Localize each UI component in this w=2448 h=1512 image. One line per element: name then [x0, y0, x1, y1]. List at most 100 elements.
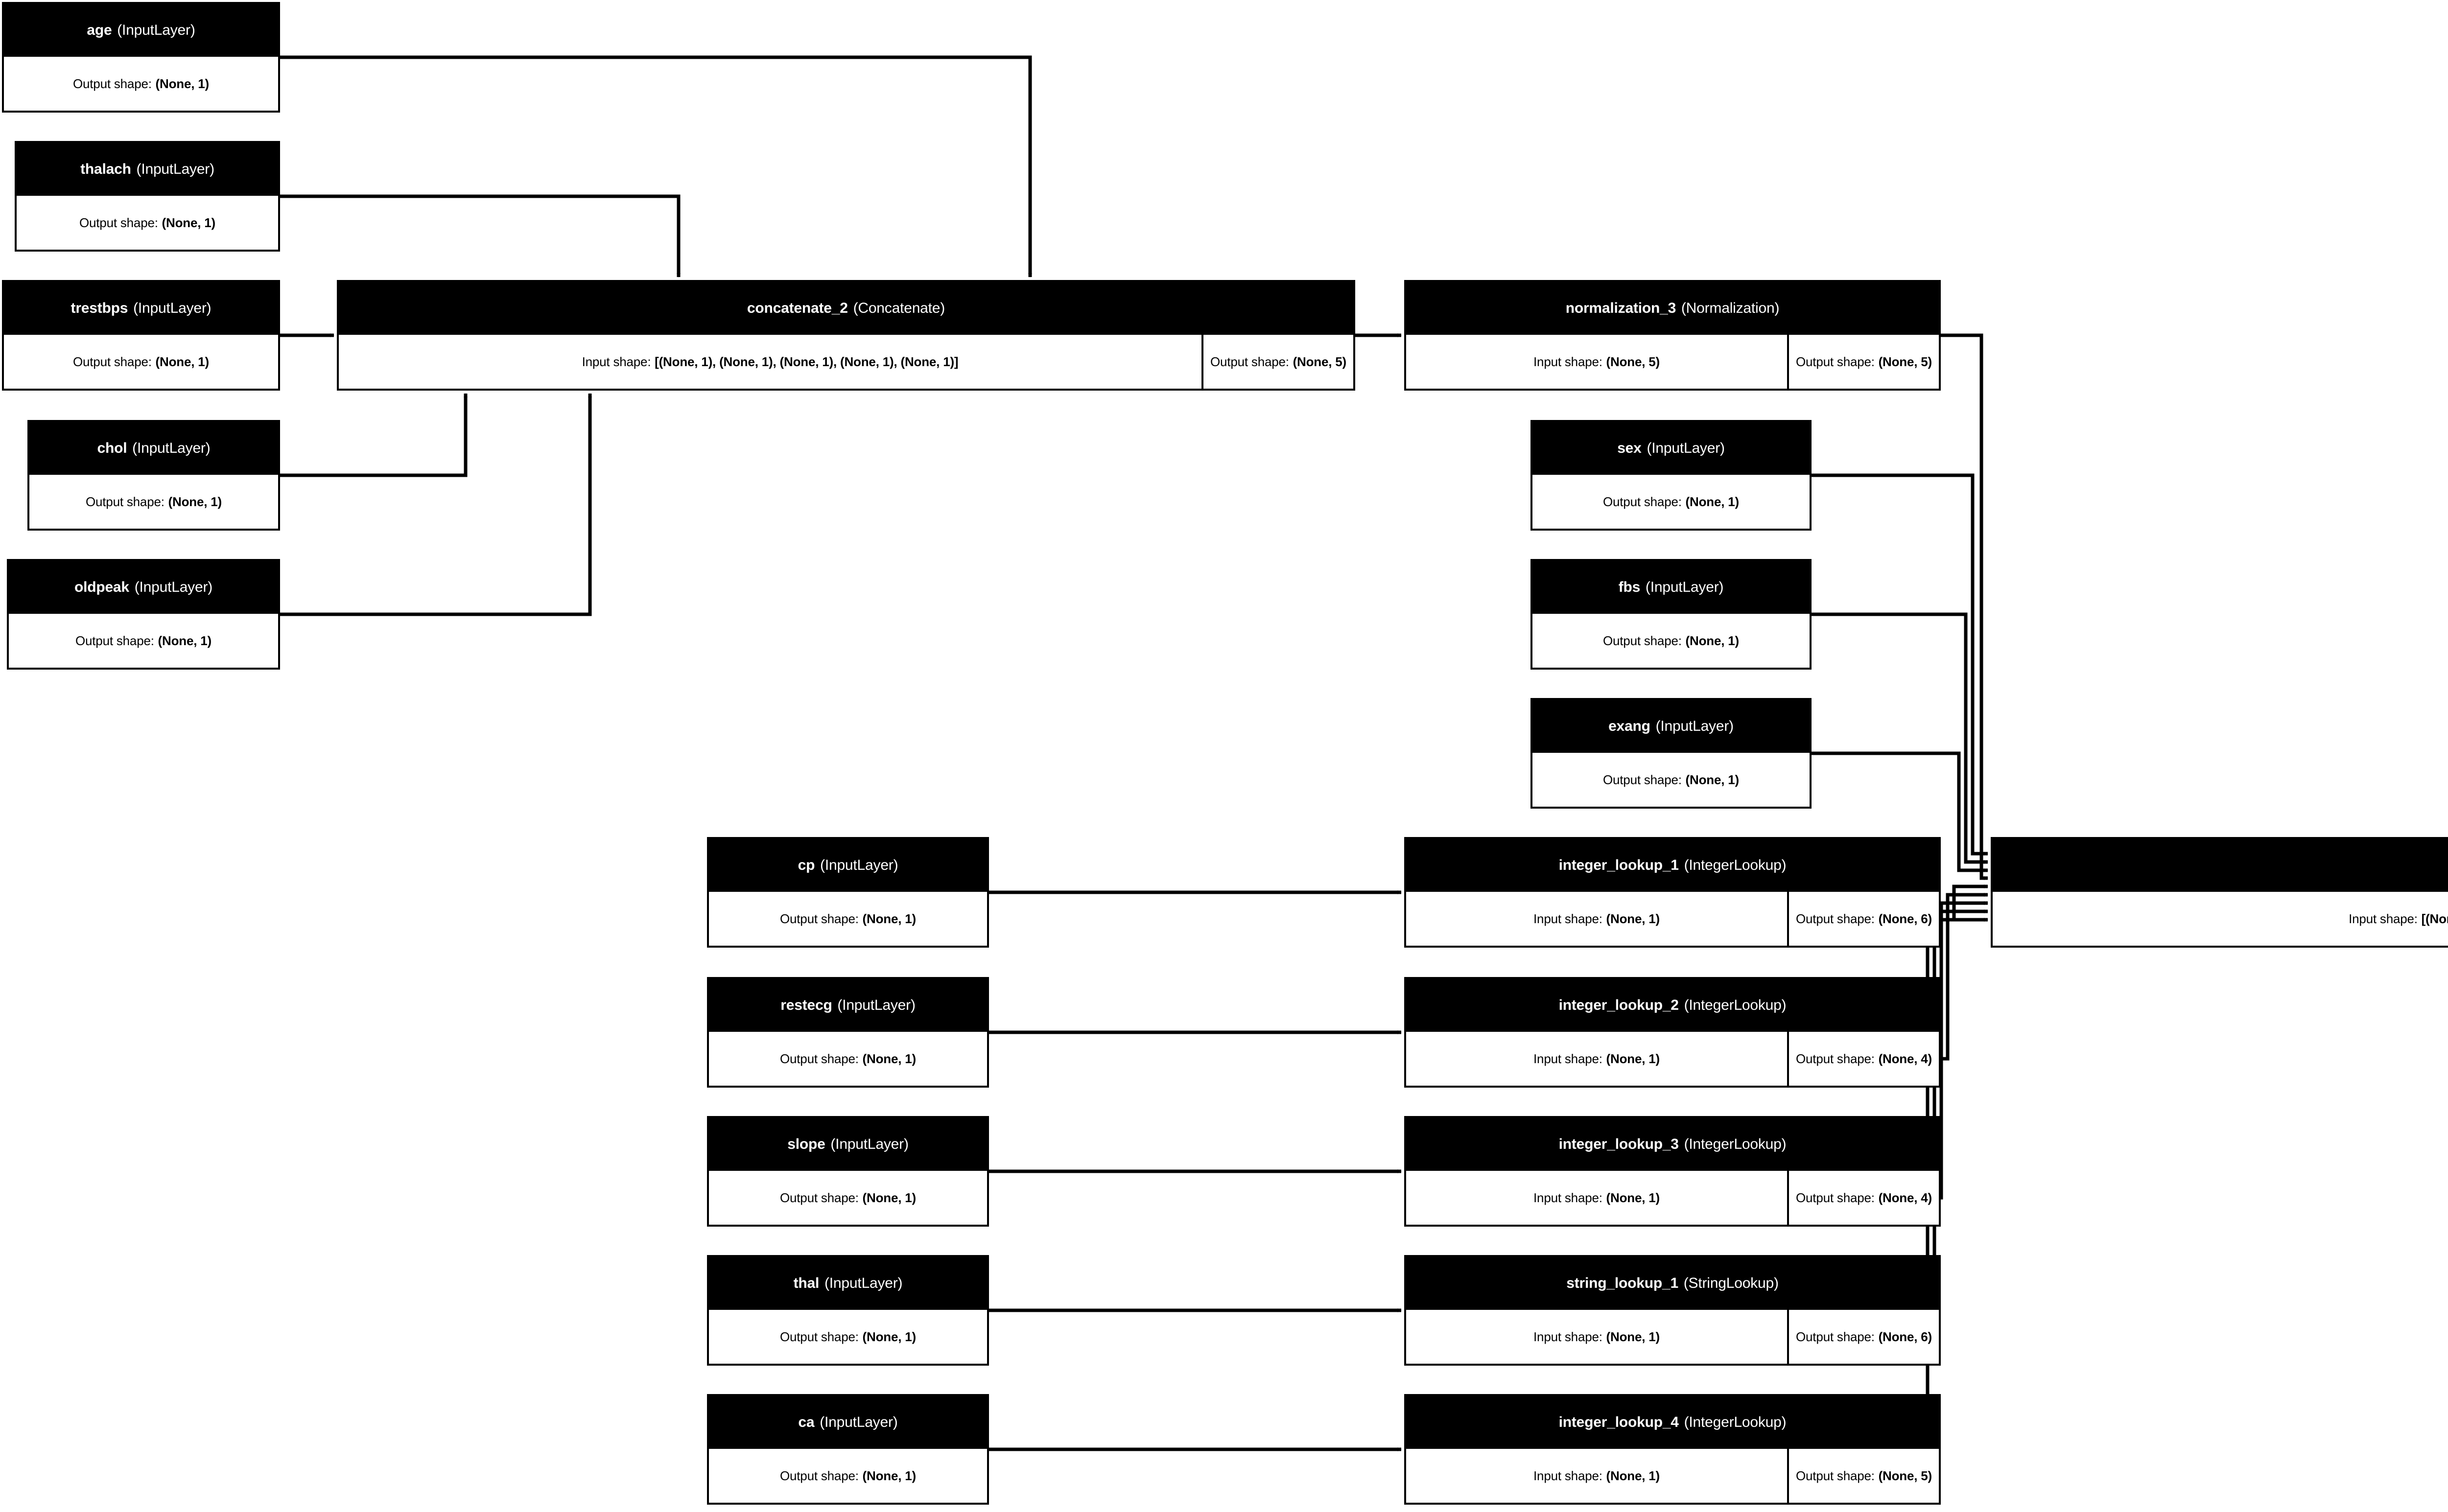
input-shape-cell-concatenate_3: Input shape:[(None, 1), (None, 1), (None…	[1993, 892, 2448, 946]
node-shapes-cp: Output shape:(None, 1)	[709, 892, 987, 946]
node-ca[interactable]: ca (InputLayer) Output shape:(None, 1)	[707, 1394, 989, 1505]
output-shape-cell-string_lookup_1: Output shape:(None, 6)	[1789, 1310, 1939, 1364]
node-type-exang: (InputLayer)	[1655, 718, 1734, 734]
input-shape-value-integer_lookup_3: (None, 1)	[1606, 1190, 1660, 1205]
node-exang[interactable]: exang(InputLayer)Output shape:(None, 1)	[1530, 698, 1812, 809]
output-shape-cell-trestbps: Output shape:(None, 1)	[4, 335, 278, 389]
edge-sex-to-concatenate_3	[1812, 473, 1988, 856]
node-title-thalach: thalach(InputLayer)	[17, 143, 278, 196]
output-shape-cell-integer_lookup_1: Output shape:(None, 6)	[1789, 892, 1939, 946]
node-slope[interactable]: slope(InputLayer)Output shape:(None, 1)	[707, 1116, 989, 1227]
output-shape-cell-oldpeak: Output shape:(None, 1)	[9, 614, 278, 668]
input-shape-cell-integer_lookup_3: Input shape: (None, 1)	[1406, 1171, 1788, 1225]
node-cp[interactable]: cp(InputLayer)Output shape:(None, 1)	[707, 837, 989, 948]
node-oldpeak[interactable]: oldpeak(InputLayer)Output shape:(None, 1…	[7, 559, 280, 670]
node-name-slope: slope	[787, 1136, 825, 1152]
node-title-concatenate_3: concatenate_3(Concatenate)	[1993, 839, 2448, 892]
node-name-fbs: fbs	[1618, 579, 1641, 595]
node-trestbps[interactable]: trestbps(InputLayer)Output shape:(None, …	[2, 280, 280, 391]
node-title-sex: sex(InputLayer)	[1532, 422, 1810, 475]
output-shape-cell-concatenate_2: Output shape:(None, 5)	[1203, 335, 1353, 389]
input-shape-cell-integer_lookup_1: Input shape:(None, 1)	[1406, 892, 1788, 946]
output-shape-value-string_lookup_1: (None, 6)	[1878, 1329, 1932, 1344]
output-shape-label-ca: Output shape:	[780, 1468, 859, 1483]
node-restecg[interactable]: restecg(InputLayer)Output shape:(None, 1…	[707, 977, 989, 1088]
input-shape-label-normalization_3: Input shape:	[1533, 354, 1602, 369]
node-sex[interactable]: sex(InputLayer)Output shape:(None, 1)	[1530, 420, 1812, 531]
output-shape-cell-age: Output shape:(None, 1)	[4, 57, 278, 111]
input-shape-cell-integer_lookup_2: Input shape: (None, 1)	[1406, 1032, 1788, 1086]
input-shape-cell-string_lookup_1: Input shape:(None, 1)	[1406, 1310, 1788, 1364]
node-shapes-sex: Output shape:(None, 1)	[1532, 475, 1810, 529]
node-string_lookup_1[interactable]: string_lookup_1(StringLookup)Input shape…	[1404, 1255, 1941, 1366]
node-title-restecg: restecg(InputLayer)	[709, 979, 987, 1032]
node-name-age: age	[87, 22, 112, 38]
node-title-concatenate_2: concatenate_2(Concatenate)	[339, 282, 1353, 335]
node-thal[interactable]: thal(InputLayer)Output shape:(None, 1)	[707, 1255, 989, 1366]
node-shapes-chol: Output shape:(None, 1)	[29, 475, 278, 529]
output-shape-value-normalization_3: (None, 5)	[1878, 354, 1932, 369]
node-shapes-normalization_3: Input shape:(None, 5)Output shape:(None,…	[1406, 335, 1939, 389]
input-shape-value-concatenate_3: [(None, 1), (None, 1), (None, 1), (None,…	[2421, 911, 2448, 926]
node-name-cp: cp	[798, 857, 815, 873]
node-type-fbs: (InputLayer)	[1645, 579, 1724, 595]
node-title-chol: chol(InputLayer)	[29, 422, 278, 475]
node-type-ca: (InputLayer)	[820, 1414, 898, 1430]
output-shape-cell-integer_lookup_4: Output shape:(None, 5)	[1789, 1449, 1939, 1503]
output-shape-cell-thalach: Output shape:(None, 1)	[17, 196, 278, 250]
node-type-thal: (InputLayer)	[824, 1275, 903, 1291]
node-name-string_lookup_1: string_lookup_1	[1566, 1275, 1678, 1291]
node-shapes-thal: Output shape:(None, 1)	[709, 1310, 987, 1364]
input-shape-value-integer_lookup_2: (None, 1)	[1606, 1051, 1660, 1066]
output-shape-value-sex: (None, 1)	[1685, 494, 1740, 509]
node-chol[interactable]: chol(InputLayer)Output shape:(None, 1)	[27, 420, 280, 531]
node-title-slope: slope(InputLayer)	[709, 1118, 987, 1171]
node-name-sex: sex	[1617, 440, 1642, 456]
input-shape-label-concatenate_3: Input shape:	[2349, 911, 2418, 926]
edge-fbs-to-concatenate_3	[1812, 612, 1988, 864]
output-shape-label-integer_lookup_2: Output shape:	[1796, 1051, 1875, 1066]
output-shape-cell-normalization_3: Output shape:(None, 5)	[1789, 335, 1939, 389]
node-normalization_3[interactable]: normalization_3(Normalization)Input shap…	[1404, 280, 1941, 391]
node-integer_lookup_3[interactable]: integer_lookup_3(IntegerLookup)Input sha…	[1404, 1116, 1941, 1227]
output-shape-value-restecg: (None, 1)	[862, 1051, 917, 1066]
input-shape-cell-normalization_3: Input shape:(None, 5)	[1406, 335, 1788, 389]
node-name-integer_lookup_1: integer_lookup_1	[1558, 857, 1679, 873]
edge-string_lookup_1-to-concatenate_3	[1932, 909, 1988, 1339]
edge-group-lookups	[989, 333, 1402, 1451]
node-name-restecg: restecg	[780, 997, 832, 1013]
node-integer_lookup_4[interactable]: integer_lookup_4(IntegerLookup)Input sha…	[1404, 1394, 1941, 1505]
node-concatenate_3[interactable]: concatenate_3(Concatenate)Input shape:[(…	[1991, 837, 2448, 948]
node-title-age: age(InputLayer)	[4, 4, 278, 57]
node-integer_lookup_2[interactable]: integer_lookup_2(IntegerLookup)Input sha…	[1404, 977, 1941, 1088]
output-shape-value-thalach: (None, 1)	[162, 215, 216, 230]
node-concatenate_2[interactable]: concatenate_2(Concatenate)Input shape:[(…	[337, 280, 1355, 391]
edge-age-to-concatenate_2	[280, 55, 1032, 278]
node-type-trestbps: (InputLayer)	[133, 300, 212, 316]
node-shapes-ca: Output shape:(None, 1)	[709, 1449, 987, 1503]
output-shape-cell-sex: Output shape:(None, 1)	[1532, 475, 1810, 529]
input-shape-label-integer_lookup_1: Input shape:	[1533, 911, 1602, 926]
output-shape-label-trestbps: Output shape:	[73, 354, 152, 369]
input-shape-label-integer_lookup_3: Input shape:	[1533, 1190, 1602, 1205]
edge-normalization_3-to-concatenate_3	[1941, 333, 1988, 880]
input-shape-label-integer_lookup_2: Input shape:	[1533, 1051, 1602, 1066]
node-type-integer_lookup_2: (IntegerLookup)	[1684, 997, 1787, 1013]
output-shape-value-age: (None, 1)	[155, 76, 210, 91]
output-shape-label-integer_lookup_3: Output shape:	[1796, 1190, 1875, 1205]
node-thalach[interactable]: thalach(InputLayer)Output shape:(None, 1…	[15, 141, 280, 252]
node-name-ca: ca	[798, 1414, 815, 1430]
node-title-cp: cp(InputLayer)	[709, 839, 987, 892]
node-age[interactable]: age(InputLayer)Output shape:(None, 1)	[2, 2, 280, 113]
output-shape-cell-chol: Output shape:(None, 1)	[29, 475, 278, 529]
node-title-fbs: fbs(InputLayer)	[1532, 561, 1810, 614]
node-name-chol: chol	[97, 440, 127, 456]
edge-thalach-to-concatenate_2	[280, 194, 681, 278]
node-integer_lookup_1[interactable]: integer_lookup_1(IntegerLookup)Input sha…	[1404, 837, 1941, 948]
node-fbs[interactable]: fbs(InputLayer)Output shape:(None, 1)	[1530, 559, 1812, 670]
output-shape-label-sex: Output shape:	[1603, 494, 1682, 509]
input-shape-cell-concatenate_2: Input shape:[(None, 1), (None, 1), (None…	[339, 335, 1202, 389]
node-shapes-oldpeak: Output shape:(None, 1)	[9, 614, 278, 668]
